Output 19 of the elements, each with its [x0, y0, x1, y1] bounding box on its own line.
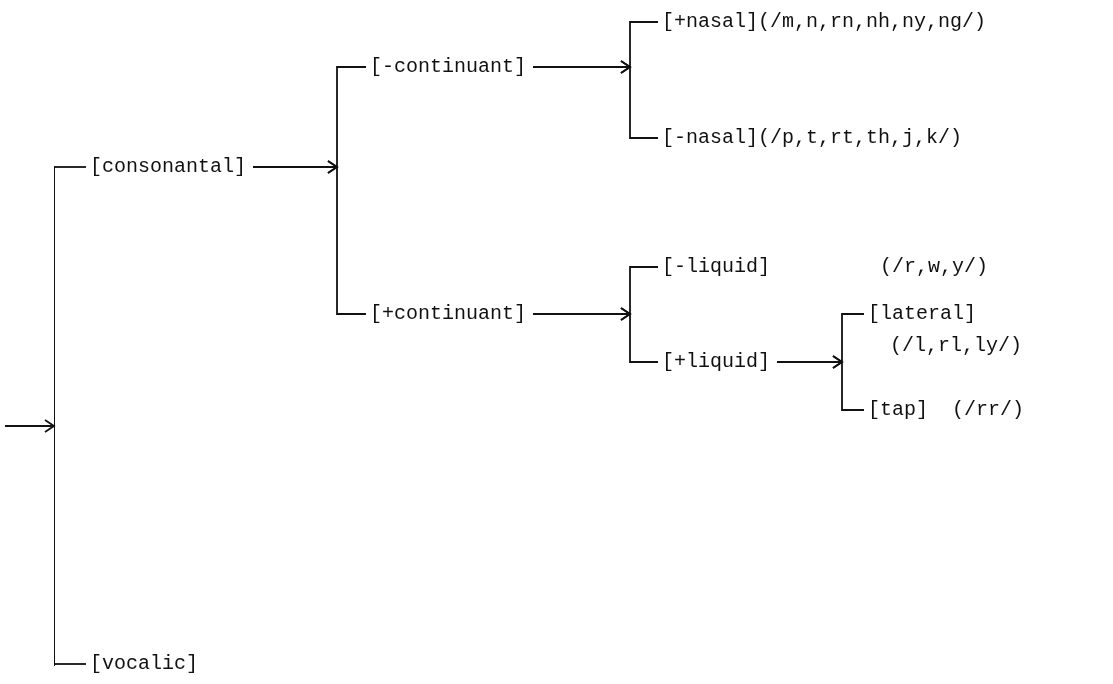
- feature-label: [+liquid]: [662, 350, 771, 374]
- feature-label: [tap]: [868, 398, 928, 422]
- feature-label: [-nasal](/p,t,rt,th,j,k/): [662, 126, 963, 150]
- phoneme-list: (/rr/): [952, 398, 1024, 422]
- branch-arrow: [532, 60, 659, 139]
- feature-label: [vocalic]: [90, 652, 199, 676]
- branch-arrow: [776, 355, 865, 411]
- feature-label: [+continuant]: [370, 302, 527, 326]
- feature-label: [-continuant]: [370, 55, 527, 79]
- phoneme-list: (/l,rl,ly/): [890, 334, 1023, 358]
- branch-arrow: [532, 307, 659, 363]
- feature-label: [-liquid]: [662, 255, 771, 279]
- feature-label: [lateral]: [868, 302, 977, 326]
- bracket-line: [54, 166, 55, 666]
- feature-label: [consonantal]: [90, 155, 247, 179]
- feature-label: [+nasal](/m,n,rn,nh,ny,ng/): [662, 10, 987, 34]
- phoneme-list: (/r,w,y/): [880, 255, 989, 279]
- branch-arrow: [4, 419, 56, 433]
- branch-arrow: [252, 160, 367, 315]
